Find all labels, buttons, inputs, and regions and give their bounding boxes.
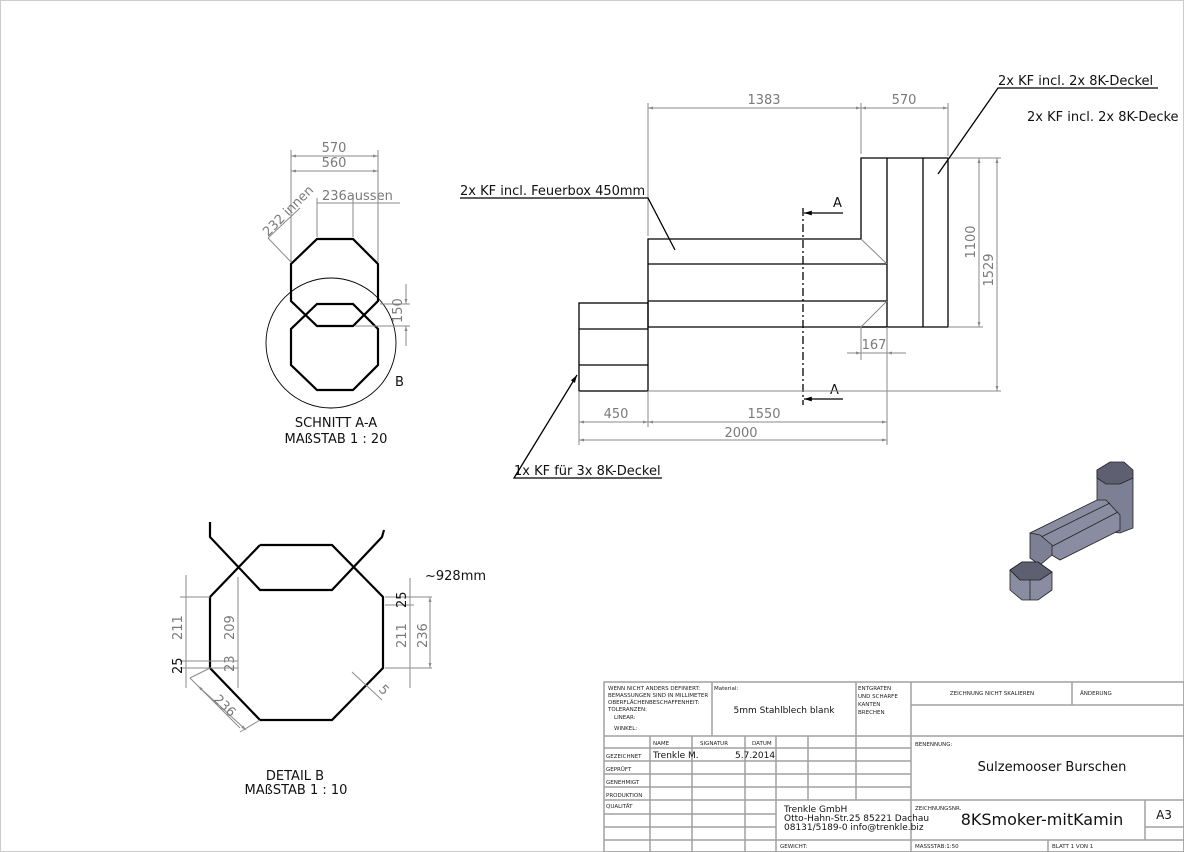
section-title: SCHNITT A-A xyxy=(295,416,377,431)
label-feuerbox: 2x KF incl. Feuerbox 450mm xyxy=(460,184,645,199)
dim-570-section: 570 xyxy=(322,141,347,156)
drawn-date: 5.7.2014 xyxy=(735,751,775,761)
detail-note-928mm: ~928mm xyxy=(425,569,486,584)
detail-dimensions: 211 209 25 23 236 25 211 236 5 ~928mm xyxy=(171,569,486,733)
dim-1383: 1383 xyxy=(747,93,780,108)
weight-label: GEWICHT: xyxy=(780,844,808,850)
col-signature: SIGNATUR xyxy=(700,741,728,747)
note-line: BEMASSUNGEN SIND IN MILLIMETER xyxy=(608,693,708,699)
dim-211-left: 211 xyxy=(171,615,186,640)
row-checked: GEPRÜFT xyxy=(606,766,632,773)
dim-570: 570 xyxy=(892,93,917,108)
label-8k-deckel-2: 2x KF incl. 2x 8K-Decke xyxy=(1027,110,1179,125)
main-callouts: 2x KF incl. Feuerbox 450mm 2x KF incl. 2… xyxy=(460,74,1179,479)
row-approved: GENEHMIGT xyxy=(606,780,640,786)
edge-note: UND SCHARFE xyxy=(858,694,898,700)
edge-note: KANTEN xyxy=(858,702,880,708)
section-scale: MAßSTAB 1 : 20 xyxy=(285,432,388,447)
row-drawn: GEZEICHNET xyxy=(606,754,642,760)
label-8k-deckel: 2x KF incl. 2x 8K-Deckel xyxy=(998,74,1153,89)
edge-note: BRECHEN xyxy=(858,710,885,716)
company-name: Trenkle GmbH xyxy=(783,805,847,815)
drawing-no-label: ZEICHNUNGSNR. xyxy=(915,806,962,812)
dim-232-innen: 232 innen xyxy=(260,183,317,240)
dim-25-right: 25 xyxy=(395,591,410,608)
main-dimensions: 1383 570 1100 1529 167 450 1550 2000 xyxy=(578,93,1001,445)
section-view-a-a: B 570 560 236aussen 232 innen 150 SCHNIT… xyxy=(260,141,410,447)
title-label: BENENNUNG: xyxy=(915,742,952,748)
note-line: LINEAR: xyxy=(614,715,636,721)
sheet-count: BLATT 1 VON 1 xyxy=(1052,844,1093,850)
upper-octagon xyxy=(289,237,380,328)
note-line: WENN NICHT ANDERS DEFINIERT: xyxy=(608,686,700,692)
section-mark-top: A xyxy=(833,196,842,211)
main-view: A A 1383 570 1100 1529 167 xyxy=(460,74,1179,479)
dim-167: 167 xyxy=(862,338,887,353)
dim-236-aussen: 236aussen xyxy=(322,189,393,204)
detail-circle-b xyxy=(265,277,397,409)
company-contact: 08131/5189-0 info@trenkle.biz xyxy=(784,823,924,833)
title-block: WENN NICHT ANDERS DEFINIERT: BEMASSUNGEN… xyxy=(603,681,1184,852)
dim-209: 209 xyxy=(223,615,238,640)
edge-note: ENTGRATEN xyxy=(858,686,891,692)
col-name: NAME xyxy=(653,741,670,747)
isometric-view xyxy=(1009,461,1134,601)
note-line: TOLERANZEN: xyxy=(607,707,647,713)
drawing-title: Sulzemooser Burschen xyxy=(978,760,1127,775)
dim-211-right: 211 xyxy=(395,623,410,648)
no-scale-note: ZEICHNUNG NICHT SKALIEREN xyxy=(950,691,1034,697)
drawing-number: 8KSmoker-mitKamin xyxy=(961,810,1124,829)
dim-450: 450 xyxy=(604,407,629,422)
detail-mark-b: B xyxy=(395,375,404,390)
label-3x-8k-deckel: 1x KF für 3x 8K-Deckel xyxy=(514,464,661,479)
dim-1550: 1550 xyxy=(747,407,780,422)
detail-scale: MAßSTAB 1 : 10 xyxy=(245,783,348,798)
dim-2000: 2000 xyxy=(724,426,757,441)
drawn-by: Trenkle M. xyxy=(652,751,699,761)
dim-560-section: 560 xyxy=(322,156,347,171)
dim-1529: 1529 xyxy=(982,253,997,286)
company-address: Otto-Hahn-Str.25 85221 Dachau xyxy=(784,814,929,824)
detail-title: DETAIL B xyxy=(266,769,324,784)
dim-150: 150 xyxy=(391,298,406,323)
detail-view-b: 211 209 25 23 236 25 211 236 5 ~928mm DE… xyxy=(171,522,486,798)
material-value: 5mm Stahlblech blank xyxy=(734,706,836,716)
dim-25-left: 25 xyxy=(171,657,186,674)
lower-octagon xyxy=(289,302,380,392)
dim-236-diagonal: 236 xyxy=(210,692,238,720)
material-label: Material: xyxy=(714,686,738,692)
col-date: DATUM xyxy=(752,741,772,747)
note-line: OBERFLÄCHENBESCHAFFENHEIT: xyxy=(608,699,699,706)
sheet-format: A3 xyxy=(1156,808,1172,822)
dim-23: 23 xyxy=(223,655,238,672)
row-quality: QUALITÄT xyxy=(606,803,633,810)
scale-label: MASSSTAB:1:50 xyxy=(915,844,959,850)
main-geometry xyxy=(578,157,949,392)
revision-label: ÄNDERUNG xyxy=(1080,690,1112,697)
dim-1100: 1100 xyxy=(964,225,979,258)
note-line: WINKEL: xyxy=(614,726,637,732)
row-production: PRODUKTION xyxy=(606,793,642,799)
dim-236-right: 236 xyxy=(416,623,431,648)
